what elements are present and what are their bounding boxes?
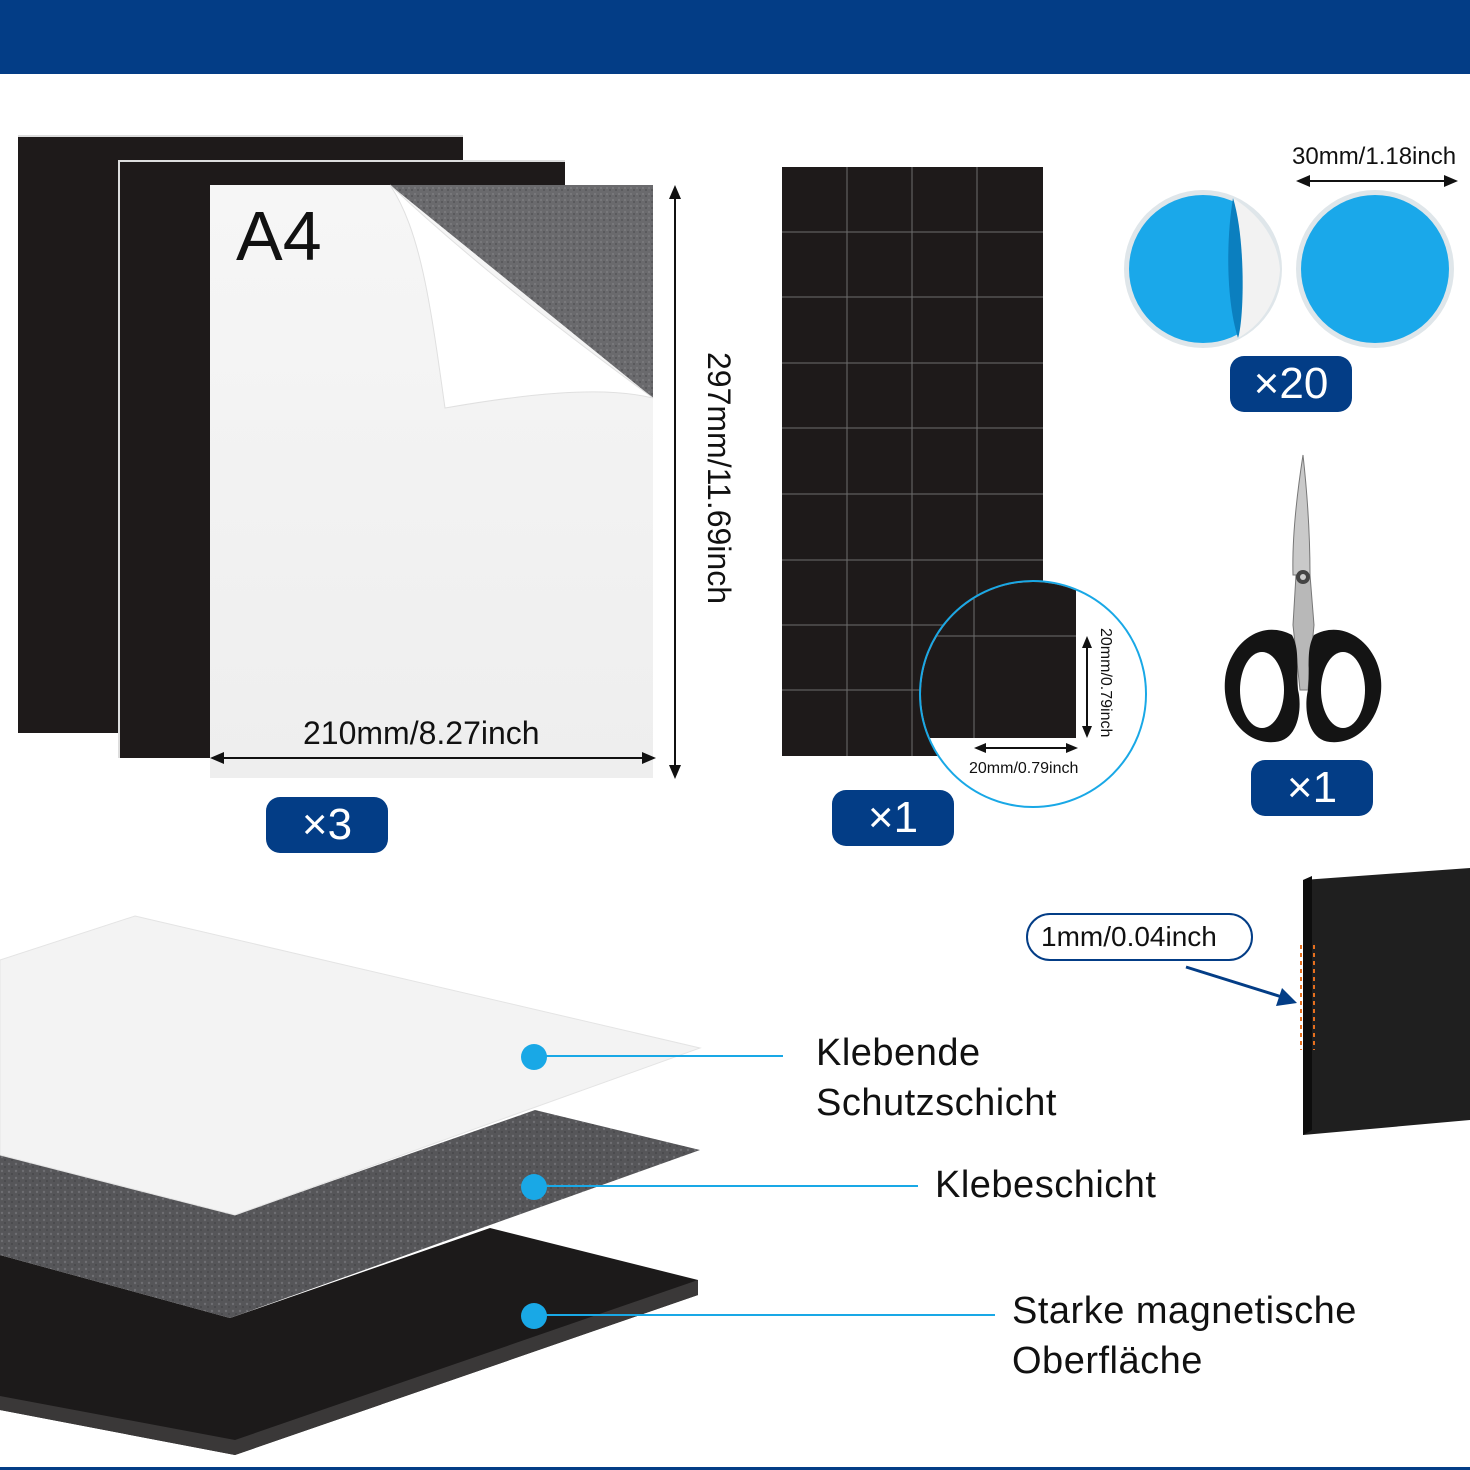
dot-diameter-label: 30mm/1.18inch: [1292, 143, 1457, 170]
square-width-label: 20mm/0.79inch: [969, 760, 1079, 777]
dots-quantity-badge: ×20: [1230, 356, 1352, 412]
sheet-format-label: A4: [236, 197, 322, 275]
sheet-quantity-badge: ×3: [266, 797, 388, 853]
layer-label-adhesive: Klebeschicht: [935, 1160, 1156, 1210]
precut-quantity-badge: ×1: [832, 790, 954, 846]
layer-label-line: Klebende: [816, 1032, 981, 1074]
layer-label-protective: Klebende Schutzschicht: [816, 1028, 1057, 1128]
sheet-width-label: 210mm/8.27inch: [303, 715, 540, 751]
layer-label-magnetic: Starke magnetische Oberfläche: [1012, 1286, 1357, 1386]
header-bar: [0, 0, 1470, 74]
footer-bar: [0, 1467, 1470, 1470]
thickness-label: 1mm/0.04inch: [1041, 921, 1217, 952]
layer-label-line: Starke magnetische: [1012, 1290, 1357, 1332]
layer-label-line: Klebeschicht: [935, 1164, 1157, 1206]
layer-label-line: Schutzschicht: [816, 1082, 1057, 1124]
layer-label-line: Oberfläche: [1012, 1340, 1203, 1382]
scissors-quantity-badge: ×1: [1251, 760, 1373, 816]
